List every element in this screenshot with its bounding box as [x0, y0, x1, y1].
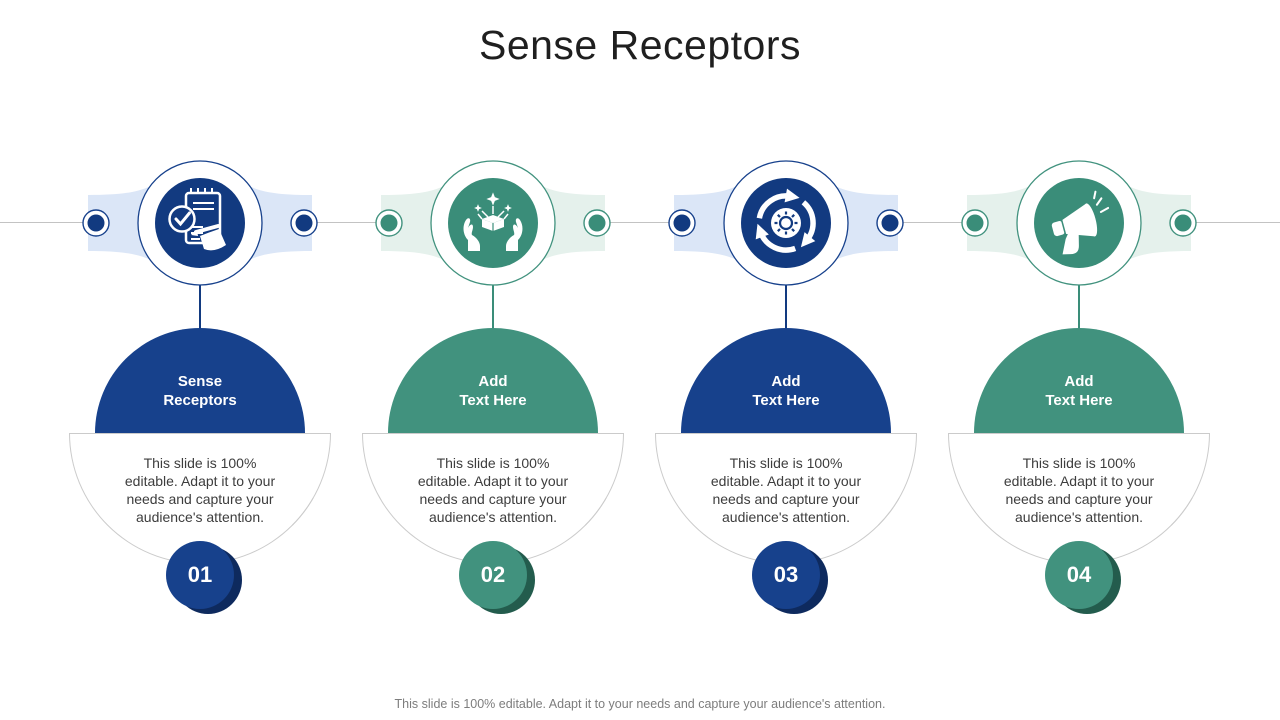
item-title: Add Text Here	[974, 328, 1184, 433]
number-badge: 04	[1045, 541, 1113, 609]
item-title: Add Text Here	[681, 328, 891, 433]
timeline-node-graphic	[668, 160, 904, 286]
gift-hands-icon	[463, 192, 523, 251]
megaphone-icon	[1051, 190, 1110, 255]
timeline-item-4: Add Text Here This slide is 100% editabl…	[933, 0, 1225, 720]
cycle-gear-icon	[755, 188, 816, 253]
footer-note: This slide is 100% editable. Adapt it to…	[394, 697, 886, 711]
node-stem	[1078, 285, 1080, 330]
connector-dot-right	[1169, 209, 1197, 237]
item-title: Add Text Here	[388, 328, 598, 433]
timeline-node-graphic	[375, 160, 611, 286]
item-description: This slide is 100% editable. Adapt it to…	[655, 433, 917, 564]
timeline-item-1: Sense Receptors This slide is 100% edita…	[54, 0, 346, 720]
connector-dot-left	[375, 209, 403, 237]
timeline-item-3: Add Text Here This slide is 100% editabl…	[640, 0, 932, 720]
page-title: Sense Receptors	[478, 22, 801, 68]
timeline-node-graphic	[82, 160, 318, 286]
node-stem	[199, 285, 201, 330]
connector-dot-right	[290, 209, 318, 237]
item-title: Sense Receptors	[95, 328, 305, 433]
icon-disc	[155, 178, 245, 268]
number-badge: 02	[459, 541, 527, 609]
node-stem	[785, 285, 787, 330]
connector-dot-left	[668, 209, 696, 237]
connector-dot-right	[876, 209, 904, 237]
connector-dot-left	[82, 209, 110, 237]
connector-dot-right	[583, 209, 611, 237]
timeline-node-graphic	[961, 160, 1197, 286]
number-badge: 03	[752, 541, 820, 609]
timeline-item-2: Add Text Here This slide is 100% editabl…	[347, 0, 639, 720]
number-badge: 01	[166, 541, 234, 609]
connector-dot-left	[961, 209, 989, 237]
checklist-pen-icon	[168, 188, 226, 251]
node-stem	[492, 285, 494, 330]
timeline-line	[0, 222, 1280, 223]
